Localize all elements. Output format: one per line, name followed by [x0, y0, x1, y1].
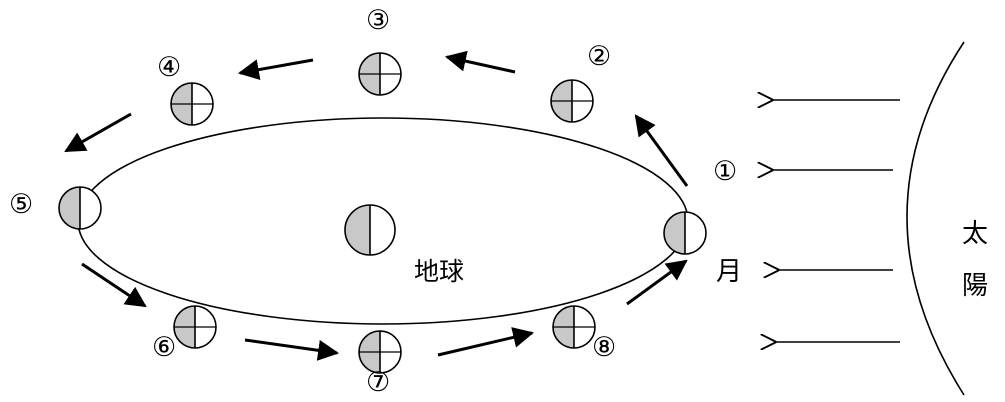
- orbit-arrow: [237, 58, 314, 81]
- position-label-3: ③: [366, 5, 390, 36]
- position-label-7: ⑦: [366, 367, 390, 398]
- position-label-6: ⑥: [152, 332, 176, 363]
- earth-label: 地球: [414, 257, 464, 286]
- moon-position-2: [550, 79, 594, 123]
- sun-edge: [906, 41, 965, 396]
- moon-label: 月: [716, 257, 742, 287]
- moon-position-8: [552, 305, 596, 349]
- moon-shaded-half: [59, 187, 80, 229]
- orbit-arrow: [626, 259, 688, 306]
- sun-label-top: 太: [962, 219, 988, 249]
- moon-position-5: [58, 186, 102, 230]
- earth-shaded-half: [345, 205, 370, 255]
- moon-position-4: [170, 82, 214, 126]
- orbit-arrow: [444, 50, 516, 74]
- moon-positions: [58, 52, 707, 374]
- sunlight-rays: [772, 100, 900, 342]
- orbit-arrow: [81, 262, 147, 308]
- orbit-arrow: [244, 338, 340, 361]
- orbit-arrow: [634, 114, 689, 187]
- orbit-arrow: [64, 112, 132, 153]
- moon-position-3: [358, 52, 402, 96]
- position-label-4: ④: [157, 52, 181, 83]
- moon-position-7: [358, 330, 402, 374]
- moon-position-1: [663, 211, 707, 255]
- orbit-direction-arrows: [64, 50, 689, 361]
- moon-orbit: [77, 117, 689, 325]
- position-labels: ① ② ③ ④ ⑤ ⑥ ⑦ ⑧: [9, 5, 737, 398]
- earth: [344, 204, 396, 256]
- moon-shaded-half: [664, 212, 685, 254]
- position-label-5: ⑤: [9, 189, 33, 220]
- position-label-8: ⑧: [592, 332, 616, 363]
- position-label-2: ②: [587, 41, 611, 72]
- sun-label-bottom: 陽: [962, 271, 988, 301]
- position-label-1: ①: [713, 156, 737, 187]
- orbit-arrow: [437, 327, 535, 357]
- moon-position-6: [173, 305, 217, 349]
